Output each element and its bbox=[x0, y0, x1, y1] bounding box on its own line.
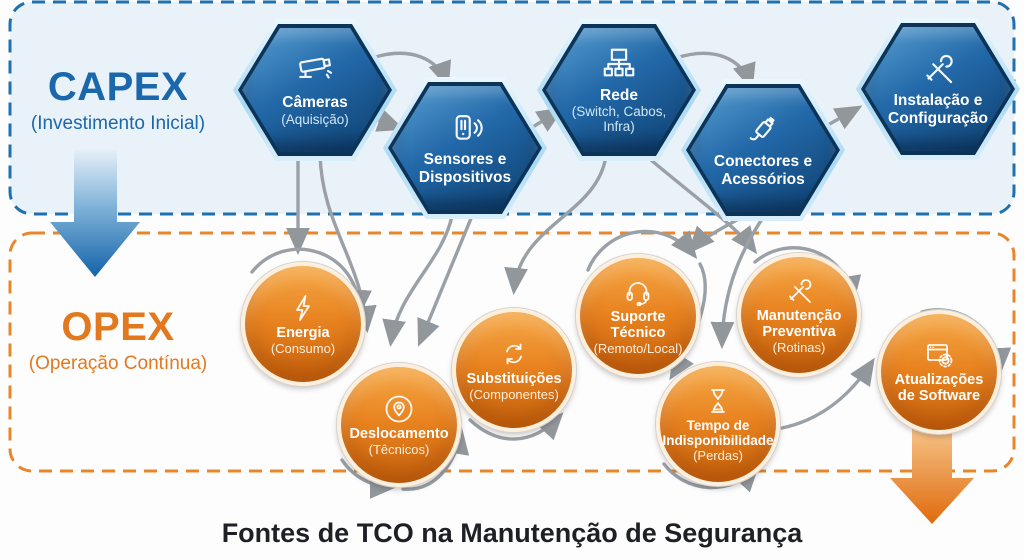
node-label: Manutenção Preventiva bbox=[756, 307, 842, 340]
capex-to-opex-arrow bbox=[50, 150, 140, 277]
refresh-icon bbox=[498, 338, 530, 370]
node-sublabel: (Aquisição) bbox=[281, 111, 349, 127]
capex-node-instalacao: Instalação e Configuração bbox=[856, 18, 1020, 160]
opex-node-energia: Energia (Consumo) bbox=[241, 262, 365, 386]
node-label: Suporte Técnico bbox=[610, 308, 666, 341]
location-pin-icon bbox=[383, 393, 415, 425]
cctv-camera-icon bbox=[296, 52, 334, 90]
software-update-icon bbox=[923, 339, 955, 371]
node-sublabel: (Switch, Cabos, Infra) bbox=[571, 104, 667, 135]
node-sublabel: (Perdas) bbox=[693, 447, 743, 463]
capex-subtitle: (Investimento Inicial) bbox=[30, 113, 206, 134]
opex-label: OPEX (Operação Contínua) bbox=[12, 306, 224, 374]
network-icon bbox=[600, 45, 638, 83]
opex-node-substituicoes: Substituições (Componentes) bbox=[452, 308, 576, 432]
node-label: Rede bbox=[600, 86, 638, 104]
connector-icon bbox=[744, 111, 782, 149]
node-label: Energia bbox=[276, 324, 330, 341]
node-label: Instalação e Configuração bbox=[888, 92, 988, 127]
opex-node-deslocamento: Deslocamento (Têcnicos) bbox=[337, 363, 461, 487]
opex-node-atualizacoes-software: Atualizações de Software bbox=[877, 310, 1001, 434]
sensor-icon bbox=[446, 109, 484, 147]
node-sublabel: (Têcnicos) bbox=[368, 441, 430, 457]
node-label: Atualizações de Software bbox=[894, 372, 984, 404]
opex-node-tempo-indisponibilidade: Tempo de Indisponibilidade (Perdas) bbox=[656, 362, 780, 486]
node-sublabel: (Componentes) bbox=[469, 386, 559, 402]
opex-node-manutencao-preventiva: Manutenção Preventiva (Rotinas) bbox=[737, 253, 861, 377]
diagram-title: Fontes de TCO na Manutenção de Segurança bbox=[221, 518, 803, 548]
node-sublabel: (Remoto/Local) bbox=[593, 340, 683, 356]
node-label: Conectores e Acessórios bbox=[713, 153, 813, 188]
capex-node-conectores: Conectores e Acessórios bbox=[681, 79, 845, 221]
tools-icon bbox=[919, 50, 957, 88]
node-label: Sensores e Dispositivos bbox=[418, 151, 512, 186]
hourglass-icon bbox=[702, 385, 734, 417]
node-label: Deslocamento bbox=[349, 425, 449, 442]
opex-outflow-arrow bbox=[890, 418, 974, 524]
headset-icon bbox=[622, 276, 654, 308]
opex-subtitle: (Operação Contínua) bbox=[28, 353, 208, 374]
opex-title: OPEX bbox=[61, 305, 175, 349]
node-label: Substituições bbox=[466, 370, 562, 387]
lightning-icon bbox=[287, 292, 319, 324]
node-label: Tempo de Indisponibilidade bbox=[662, 418, 774, 448]
capex-node-cameras: Câmeras (Aquisição) bbox=[233, 19, 397, 161]
node-sublabel: (Consumo) bbox=[270, 340, 336, 356]
tools-icon bbox=[783, 275, 815, 307]
opex-node-suporte-tecnico: Suporte Técnico (Remoto/Local) bbox=[576, 254, 700, 378]
node-label: Câmeras bbox=[282, 94, 348, 112]
capex-title: CAPEX bbox=[47, 65, 189, 109]
capex-node-rede: Rede (Switch, Cabos, Infra) bbox=[537, 19, 701, 161]
capex-node-sensores: Sensores e Dispositivos bbox=[383, 77, 547, 219]
node-sublabel: (Rotinas) bbox=[772, 339, 826, 355]
capex-label: CAPEX (Investimento Inicial) bbox=[12, 66, 224, 134]
